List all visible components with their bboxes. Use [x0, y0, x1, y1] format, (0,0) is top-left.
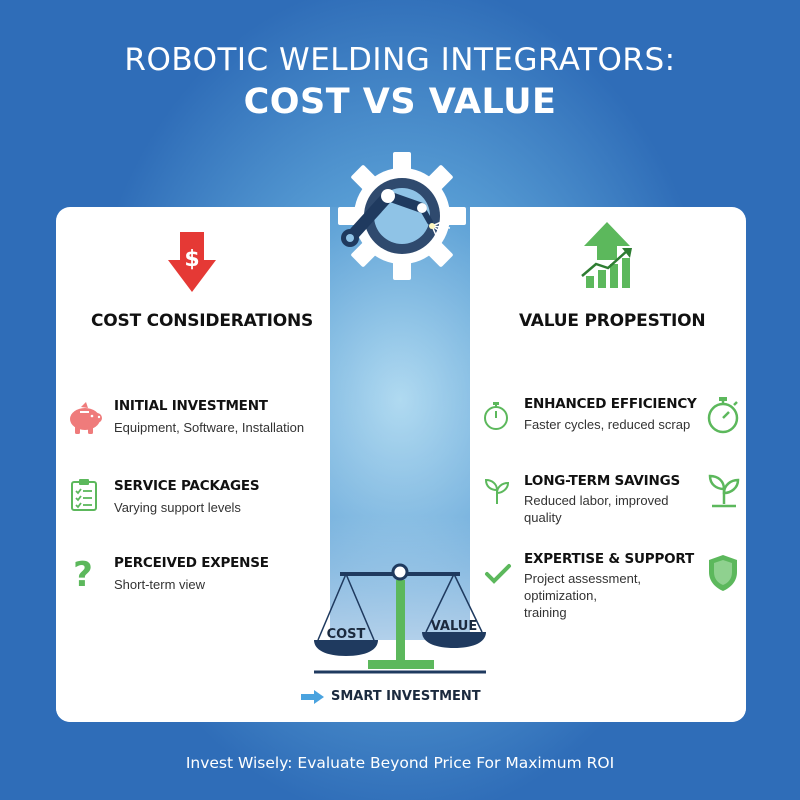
- cost-item-title-perceived: PERCEIVED EXPENSE: [114, 555, 269, 571]
- value-item-desc-expertise-1: Project assessment,: [524, 571, 642, 586]
- value-item-desc-savings-1: Reduced labor, improved: [524, 493, 669, 508]
- sprout-icon-small: [484, 478, 510, 504]
- balance-scale-icon: COST VALUE: [314, 563, 486, 674]
- value-item-desc-expertise-2: optimization,: [524, 588, 597, 603]
- svg-text:?: ?: [73, 556, 93, 592]
- sprout-icon: [708, 474, 740, 508]
- value-item-title-savings: LONG-TERM SAVINGS: [524, 473, 680, 489]
- question-mark-icon: ?: [73, 556, 93, 592]
- stopwatch-icon-small: [484, 402, 508, 430]
- value-item-title-efficiency: ENHANCED EFFICIENCY: [524, 396, 697, 412]
- dollar-sign: $: [184, 247, 199, 272]
- cost-heading: COST CONSIDERATIONS: [91, 311, 314, 331]
- scale-label-cost: COST: [327, 627, 366, 642]
- checklist-icon: [71, 479, 97, 511]
- title-line-1: ROBOTIC WELDING INTEGRATORS:: [124, 42, 676, 78]
- stopwatch-icon: [707, 397, 739, 434]
- value-item-desc-efficiency: Faster cycles, reduced scrap: [524, 417, 691, 432]
- gear-robot-arm-icon: [338, 152, 466, 280]
- cost-item-title-initial: INITIAL INVESTMENT: [114, 398, 268, 414]
- cost-item-desc-service: Varying support levels: [114, 500, 241, 515]
- cost-item-desc-initial: Equipment, Software, Installation: [114, 420, 305, 435]
- value-item-desc-savings-2: quality: [524, 510, 562, 525]
- shield-icon: [709, 555, 737, 591]
- check-mark-icon: [485, 564, 511, 584]
- cost-item-desc-perceived: Short-term view: [114, 577, 206, 592]
- title-line-2: COST VS VALUE: [243, 82, 557, 122]
- dollar-down-arrow-icon: $: [168, 232, 216, 292]
- smart-investment-label: SMART INVESTMENT: [331, 689, 481, 704]
- piggy-bank-icon: [70, 402, 102, 434]
- cost-item-title-service: SERVICE PACKAGES: [114, 478, 260, 494]
- scale-label-value: VALUE: [431, 619, 478, 634]
- value-item-desc-expertise-3: training: [524, 605, 567, 620]
- footer-tagline: Invest Wisely: Evaluate Beyond Price For…: [185, 754, 615, 772]
- cost-panel: [56, 207, 330, 722]
- arrow-right-icon: [301, 690, 324, 704]
- value-item-title-expertise: EXPERTISE & SUPPORT: [524, 551, 695, 567]
- value-heading: VALUE PROPESTION: [519, 311, 706, 331]
- growth-chart-arrow-icon: [581, 222, 632, 288]
- value-panel: [470, 207, 746, 722]
